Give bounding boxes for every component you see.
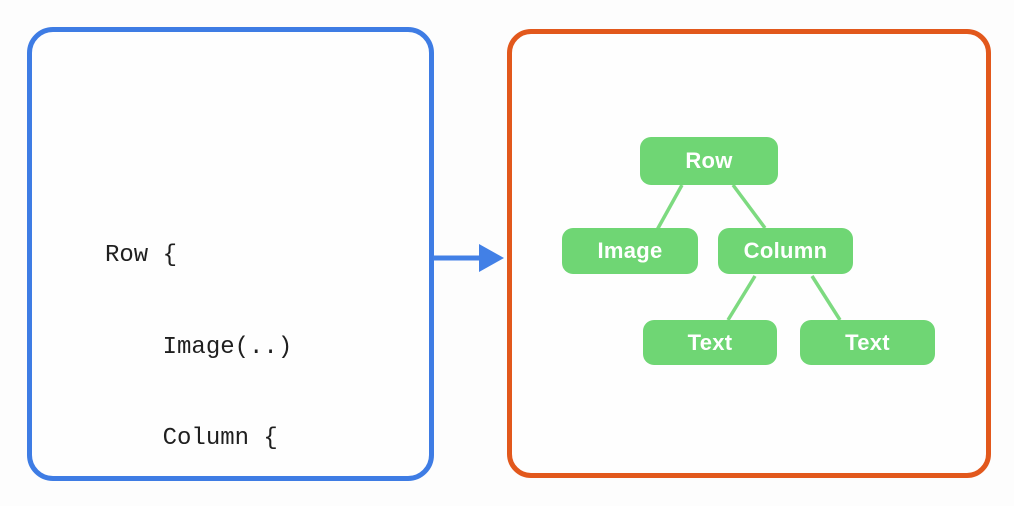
tree-node-text-2: Text [800, 320, 935, 365]
tree-panel: Row Image Column Text Text [507, 29, 991, 478]
tree-node-label: Text [845, 329, 890, 355]
code-line: Column { [105, 425, 278, 452]
code-line: Row { [105, 242, 178, 269]
tree-node-row: Row [640, 137, 778, 185]
tree-node-image: Image [562, 228, 698, 274]
tree-node-label: Row [685, 148, 733, 173]
code-line: Image(..) [105, 333, 293, 361]
edge-row-column [731, 183, 767, 230]
tree-edges [655, 183, 842, 321]
code-panel: Row { Image(..) Column { Text(..) Text(.… [27, 27, 434, 481]
tree-node-label: Image [597, 238, 663, 263]
right-arrow-icon [433, 244, 504, 272]
code-block: Row { Image(..) Column { Text(..) Text(.… [105, 180, 335, 506]
tree-node-column: Column [718, 228, 853, 274]
edge-column-text-2 [810, 275, 842, 321]
tree-node-label: Text [687, 329, 733, 355]
tree-node-text-1: Text [643, 320, 777, 365]
edge-row-image [655, 184, 684, 231]
edge-column-text-1 [726, 275, 757, 321]
tree-node-label: Column [743, 238, 828, 263]
